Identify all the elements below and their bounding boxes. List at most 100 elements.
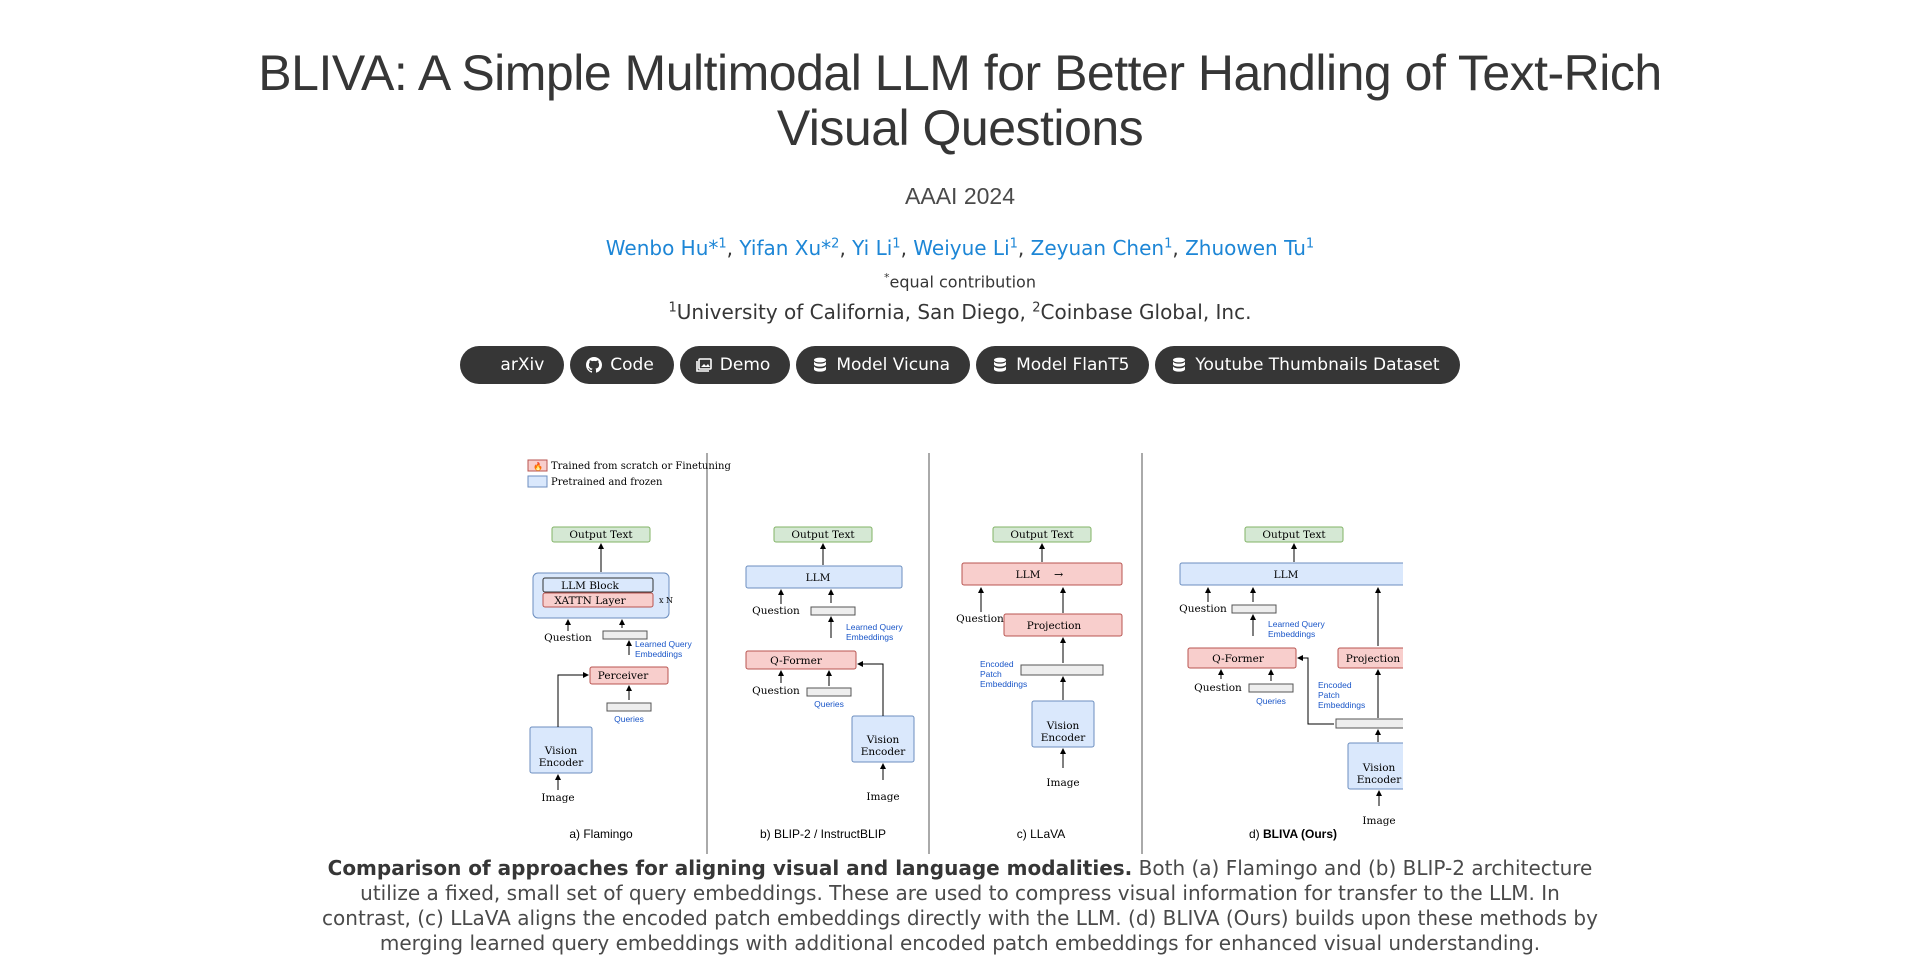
arxiv-icon — [476, 357, 492, 373]
svg-text:Queries: Queries — [814, 699, 844, 709]
svg-text:Learned Query: Learned Query — [635, 639, 692, 649]
svg-text:Projection: Projection — [1346, 653, 1401, 665]
svg-text:Perceiver: Perceiver — [598, 670, 649, 682]
link-buttons: arXiv Code Demo Model Vicuna Model FlanT… — [0, 346, 1920, 384]
vision-encoder-box — [529, 726, 593, 774]
arxiv-button[interactable]: arXiv — [460, 346, 565, 384]
svg-text:Question: Question — [1194, 682, 1242, 694]
author-link[interactable]: Zhuowen Tu1 — [1185, 236, 1315, 260]
svg-text:Embeddings: Embeddings — [1268, 629, 1315, 639]
svg-text:Encoded: Encoded — [1318, 680, 1352, 690]
author-link[interactable]: Zeyuan Chen1 — [1030, 236, 1173, 260]
svg-text:Learned Query: Learned Query — [1268, 619, 1325, 629]
author-link[interactable]: Yifan Xu*2 — [739, 236, 840, 260]
panel-b-label: b) BLIP-2 / InstructBLIP — [760, 827, 886, 841]
code-button[interactable]: Code — [570, 346, 674, 384]
model-flant5-button[interactable]: Model FlanT5 — [976, 346, 1150, 384]
query-embedding-cells — [1231, 604, 1277, 614]
projection-box — [1337, 647, 1403, 669]
svg-text:Image: Image — [1362, 815, 1395, 827]
output-text-box — [1244, 526, 1344, 543]
equal-contribution-note: *equal contribution — [884, 271, 1036, 292]
author-link[interactable]: Weiyue Li1 — [913, 236, 1018, 260]
svg-text:Vision: Vision — [1046, 720, 1080, 732]
perceiver-box — [589, 666, 669, 685]
demo-button[interactable]: Demo — [679, 346, 791, 384]
q-former-box — [1187, 647, 1297, 669]
svg-text:Queries: Queries — [1256, 696, 1286, 706]
svg-text:Question: Question — [752, 605, 800, 617]
output-text-box — [773, 526, 873, 543]
svg-text:Encoder: Encoder — [1357, 774, 1403, 786]
page-title: BLIVA: A Simple Multimodal LLM for Bette… — [258, 45, 1662, 156]
svg-text:Encoder: Encoder — [1041, 732, 1087, 744]
svg-text:Embeddings: Embeddings — [846, 632, 893, 642]
llm-box — [745, 565, 903, 589]
svg-text:Q-Former: Q-Former — [1212, 653, 1265, 665]
legend-trained-swatch — [527, 459, 548, 472]
figure-caption: Comparison of approaches for aligning vi… — [322, 856, 1598, 955]
database-icon — [1173, 357, 1186, 372]
svg-text:Question: Question — [752, 685, 800, 697]
xattn-layer-box — [542, 592, 654, 608]
output-text-box — [551, 526, 651, 543]
patch-embedding-cells — [1335, 718, 1403, 729]
llm-block-box — [542, 577, 654, 593]
svg-text:x N: x N — [659, 596, 673, 605]
affiliations: 1University of California, San Diego, 2C… — [668, 300, 1252, 324]
vision-encoder-box — [1347, 742, 1403, 790]
svg-text:Image: Image — [866, 791, 899, 803]
author-link[interactable]: Yi Li1 — [852, 236, 901, 260]
svg-text:LLM: LLM — [1274, 569, 1299, 581]
svg-text:Queries: Queries — [614, 714, 644, 724]
svg-text:Question: Question — [956, 613, 1004, 625]
youtube-dataset-button[interactable]: Youtube Thumbnails Dataset — [1155, 346, 1460, 384]
svg-text:Output Text: Output Text — [569, 529, 633, 541]
author-link[interactable]: Wenbo Hu*1 — [605, 236, 727, 260]
venue: AAAI 2024 — [905, 183, 1015, 209]
legend-frozen-swatch — [527, 475, 548, 488]
svg-text:Q-Former: Q-Former — [770, 655, 823, 667]
svg-text:Embeddings: Embeddings — [980, 679, 1027, 689]
query-cells — [806, 687, 852, 697]
svg-text:Projection: Projection — [1027, 620, 1082, 632]
projection-box — [1003, 613, 1123, 637]
query-embedding-cells — [602, 630, 648, 640]
svg-text:Learned Query: Learned Query — [846, 622, 903, 632]
svg-text:LLM: LLM — [806, 572, 831, 584]
svg-text:Output Text: Output Text — [1010, 529, 1074, 541]
panel-d-label: d) BLIVA (Ours) — [1249, 827, 1337, 841]
legend-trained-label: Trained from scratch or Finetuning — [551, 461, 731, 472]
svg-text:Question: Question — [1179, 603, 1227, 615]
svg-text:Output Text: Output Text — [1262, 529, 1326, 541]
llm-box — [1179, 562, 1403, 586]
patch-embedding-cells — [1020, 664, 1104, 676]
query-cells — [1248, 683, 1294, 693]
svg-text:Question: Question — [544, 632, 592, 644]
svg-text:🔥: 🔥 — [533, 461, 543, 471]
query-cells — [606, 702, 652, 712]
github-icon — [586, 357, 603, 373]
svg-text:Image: Image — [1046, 777, 1079, 789]
author-list: Wenbo Hu*1, Yifan Xu*2, Yi Li1, Weiyue L… — [605, 236, 1315, 260]
architecture-comparison-figure: 🔥 Trained from scratch or Finetuning Pre… — [527, 453, 1403, 854]
database-icon — [994, 357, 1007, 372]
output-text-box — [992, 526, 1092, 543]
vision-encoder-box — [1031, 700, 1095, 748]
query-embedding-cells — [810, 606, 856, 616]
svg-text:Vision: Vision — [544, 745, 578, 757]
svg-text:Patch: Patch — [980, 669, 1002, 679]
llm-finetune-box — [961, 562, 1123, 586]
model-vicuna-button[interactable]: Model Vicuna — [796, 346, 971, 384]
svg-text:Patch: Patch — [1318, 690, 1340, 700]
svg-text:Embeddings: Embeddings — [1318, 700, 1365, 710]
svg-text:LLM: LLM — [1016, 569, 1041, 581]
panel-c-label: c) LLaVA — [1017, 827, 1065, 841]
images-icon — [695, 358, 712, 372]
svg-text:→: → — [1054, 568, 1063, 581]
legend-frozen-label: Pretrained and frozen — [551, 477, 663, 488]
svg-text:LLM Block: LLM Block — [561, 580, 619, 592]
svg-text:Embeddings: Embeddings — [635, 649, 682, 659]
svg-text:Vision: Vision — [866, 734, 900, 746]
svg-text:Encoder: Encoder — [539, 757, 585, 769]
